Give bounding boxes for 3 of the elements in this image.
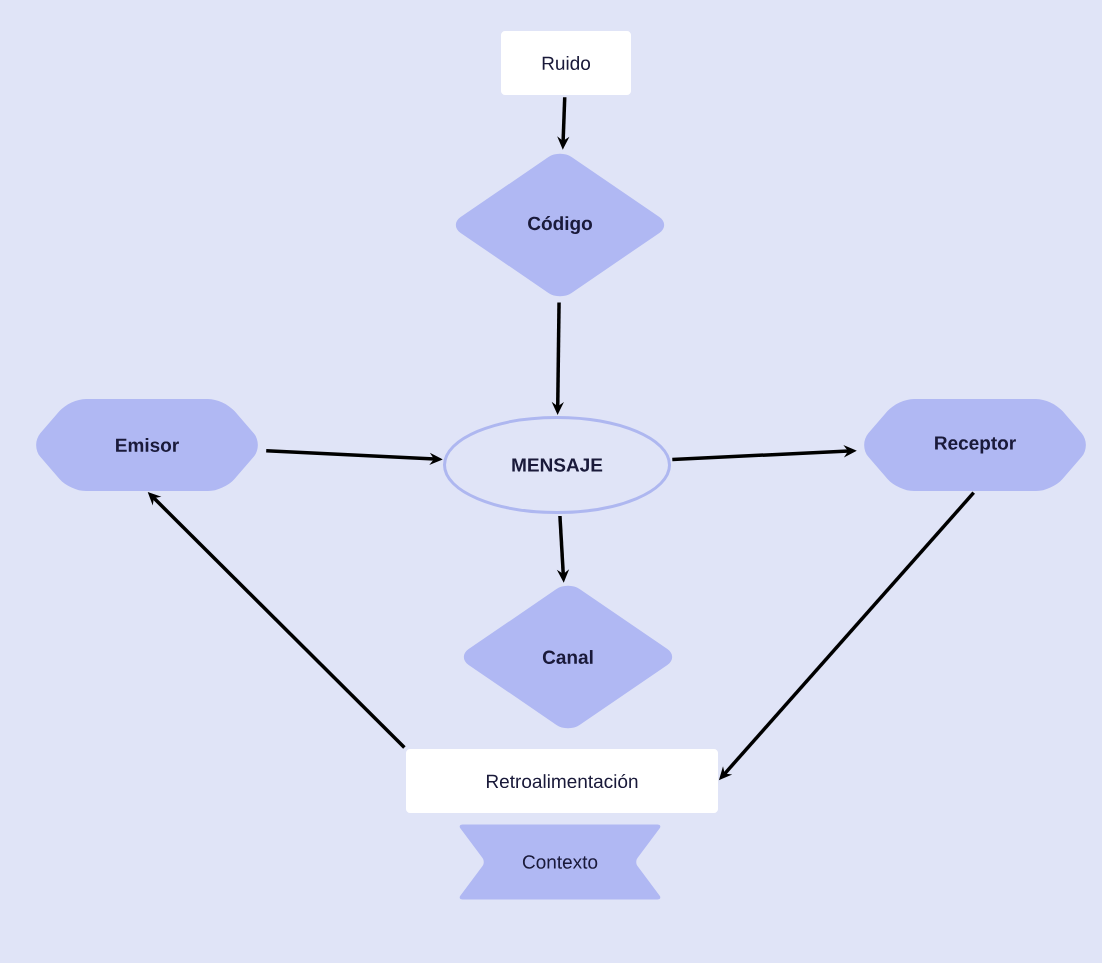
notched-banner: Contexto — [459, 824, 661, 900]
label-box: Ruido — [501, 31, 631, 95]
label-box: Retroalimentación — [406, 749, 718, 813]
